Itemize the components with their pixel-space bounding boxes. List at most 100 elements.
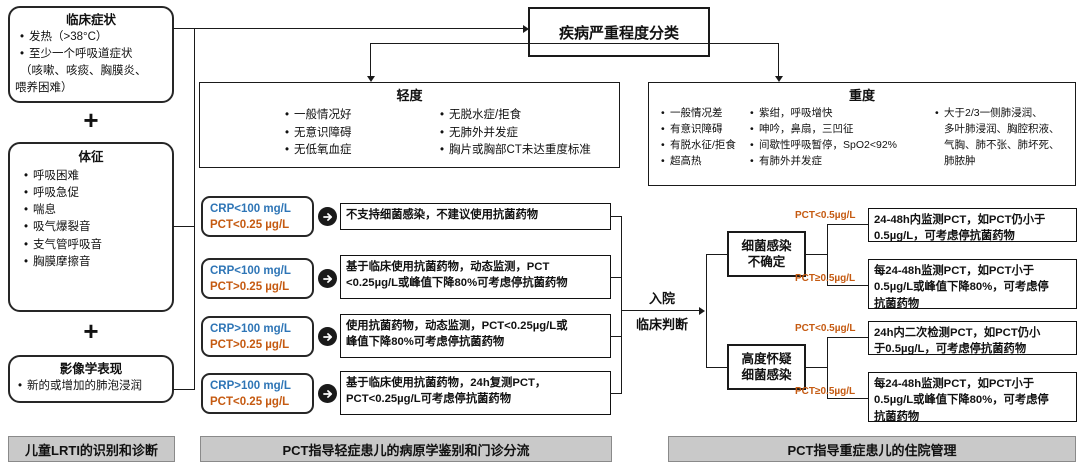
bullet-icon: •	[661, 123, 665, 135]
mild-title: 轻度	[396, 88, 423, 103]
signs-item: •呼吸急促	[14, 185, 168, 202]
bullet-icon: •	[24, 255, 29, 268]
bullet-icon: •	[935, 107, 939, 120]
connector-admission-split	[706, 254, 708, 368]
crp-value: CRP<100 mg/L	[210, 203, 291, 215]
severe-item-cont: 肺脓肿	[944, 154, 976, 167]
connector-signs-right	[173, 226, 195, 228]
recommendation-line: 0.5µg/L或峰值下降80%，可考虑停	[874, 394, 1049, 407]
recommendation-box-3: 使用抗菌药物，动态监测，PCT<0.25µg/L或 峰值下降80%可考虑停抗菌药…	[340, 314, 611, 358]
connector-to-title-box	[194, 28, 524, 30]
connector-title-to-mild-down	[370, 43, 372, 77]
imaging-box: 影像学表现 •新的或增加的肺泡浸润	[8, 355, 174, 403]
bullet-icon: •	[440, 126, 445, 139]
severe-item: •有肺外并发症	[750, 154, 935, 170]
node-label-line1: 高度怀疑	[741, 351, 792, 366]
recommendation-line: 不支持细菌感染，不建议使用抗菌药物	[346, 209, 539, 221]
recommendation-line: 于0.5µg/L，可考虑停抗菌药物	[874, 343, 1027, 356]
node-label-line1: 细菌感染	[741, 238, 792, 253]
signs-box: 体征 •呼吸困难 •呼吸急促 •喘息 •吸气爆裂音 •支气管呼吸音 •胸膜摩擦音	[8, 142, 174, 312]
signs-item: •胸膜摩擦音	[14, 254, 168, 271]
signs-item: •吸气爆裂音	[14, 219, 168, 236]
severity-classification-box: 疾病严重程度分类	[528, 7, 710, 57]
clinical-symptoms-item: 喂养困难）	[15, 82, 73, 95]
recommendation-line: 24h内二次检测PCT，如PCT仍小	[874, 327, 1041, 339]
recommendation-line: 0.5µg/L或峰值下降80%，可考虑停	[874, 281, 1049, 294]
severe-item: •有意识障碍	[661, 122, 750, 138]
lab-criteria-chip-1: CRP<100 mg/L PCT<0.25 µg/L	[201, 196, 314, 237]
imaging-item: •新的或增加的肺泡浸润	[14, 378, 168, 395]
admission-label-bottom: 临床判断	[635, 317, 688, 332]
recommendation-line: 基于临床使用抗菌药物，24h复测PCT，	[346, 377, 547, 389]
signs-item: •喘息	[14, 202, 168, 219]
connector-title-to-severe-down	[778, 43, 780, 77]
severe-item: •呻吟，鼻扇，三凹征	[750, 122, 935, 138]
mild-item: •无脱水症/拒食	[440, 107, 591, 124]
bullet-icon: •	[750, 107, 754, 120]
bullet-icon: •	[24, 169, 29, 182]
connector-node1-split	[827, 224, 829, 286]
bullet-icon: •	[18, 379, 23, 392]
severe-item-cont: 气胸、肺不张、肺坏死、	[944, 138, 1060, 151]
connector-node1-branch-b	[827, 285, 868, 287]
pct-value: PCT<0.25 µg/L	[210, 218, 290, 231]
bullet-icon: •	[440, 143, 445, 156]
mild-item: •胸片或胸部CT未达重度标准	[440, 142, 591, 159]
connector-to-node-1	[706, 254, 728, 256]
inpatient-recommendation-box-1: 24-48h内监测PCT，如PCT仍小于 0.5µg/L，可考虑停抗菌药物	[868, 208, 1077, 242]
signs-item: •支气管呼吸音	[14, 237, 168, 254]
footer-label: 儿童LRTI的识别和诊断	[25, 442, 158, 458]
bullet-icon: •	[20, 30, 25, 43]
inpatient-recommendation-box-2: 每24-48h监测PCT，如PCT小于 0.5µg/L或峰值下降80%，可考虑停…	[868, 259, 1077, 310]
footer-label: PCT指导轻症患儿的病原学鉴别和门诊分流	[282, 442, 530, 458]
connector-node2-out	[806, 367, 828, 369]
arrowhead-to-mild	[366, 76, 375, 82]
bullet-icon: •	[24, 204, 29, 217]
footer-bar-diagnosis: 儿童LRTI的识别和诊断	[8, 436, 175, 462]
severe-item: •有脱水征/拒食	[661, 138, 750, 154]
severe-severity-box: 重度 •一般情况差 •有意识障碍 •有脱水征/拒食 •超高热 •紫绀，呼吸增快 …	[648, 82, 1076, 186]
node-bacterial-highly-suspected: 高度怀疑 细菌感染	[727, 344, 806, 390]
plus-sign-1: +	[83, 105, 99, 135]
severe-item: •间歇性呼吸暂停，SpO2<92%	[750, 138, 935, 154]
connector-rec2-right	[610, 277, 622, 279]
connector-to-node-2	[706, 367, 728, 369]
recommendation-box-2: 基于临床使用抗菌药物，动态监测，PCT <0.25µg/L或峰值下降80%可考虑…	[340, 255, 611, 299]
connector-node2-branch-a	[827, 337, 868, 339]
bullet-icon: •	[750, 154, 754, 167]
signs-title: 体征	[78, 150, 104, 164]
clinical-symptoms-item: •发热（>38°C）	[14, 29, 168, 46]
connector-imaging-right	[173, 389, 195, 391]
node-bacterial-uncertain: 细菌感染 不确定	[727, 231, 806, 277]
recommendation-line: 每24-48h监测PCT，如PCT小于	[874, 265, 1035, 277]
bullet-icon: •	[750, 138, 754, 151]
connector-title-to-mild	[370, 43, 710, 45]
crp-value: CRP>100 mg/L	[210, 323, 291, 335]
bullet-icon: •	[440, 109, 445, 122]
right-arrow-circle-icon	[318, 384, 337, 403]
lab-criteria-chip-4: CRP>100 mg/L PCT<0.25 µg/L	[201, 373, 314, 414]
right-arrow-circle-icon	[318, 269, 337, 288]
lab-criteria-chip-2: CRP<100 mg/L PCT>0.25 µg/L	[201, 258, 314, 299]
bullet-icon: •	[661, 154, 665, 167]
lab-criteria-chip-3: CRP>100 mg/L PCT>0.25 µg/L	[201, 316, 314, 357]
recommendation-line: 0.5µg/L，可考虑停抗菌药物	[874, 230, 1015, 243]
recommendation-line: PCT<0.25µg/L可考虑停抗菌药物	[346, 393, 512, 406]
clinical-symptoms-title: 临床症状	[65, 13, 116, 27]
bullet-icon: •	[285, 143, 290, 156]
edge-label-node2-a: PCT<0.5µg/L	[795, 323, 856, 334]
recommendation-line: 24-48h内监测PCT，如PCT仍小于	[874, 214, 1046, 226]
arrowhead-to-severe	[774, 76, 783, 82]
connector-admission-arrow	[621, 310, 700, 312]
bullet-icon: •	[24, 186, 29, 199]
inpatient-recommendation-box-3: 24h内二次检测PCT，如PCT仍小 于0.5µg/L，可考虑停抗菌药物	[868, 321, 1077, 355]
crp-value: CRP<100 mg/L	[210, 265, 291, 277]
connector-node1-out	[806, 254, 828, 256]
connector-node2-branch-b	[827, 398, 868, 400]
recommendation-line: 峰值下降80%可考虑停抗菌药物	[346, 336, 505, 349]
pct-value: PCT>0.25 µg/L	[210, 280, 290, 293]
mild-item: •无低氧血症	[285, 142, 440, 159]
recommendation-box-4: 基于临床使用抗菌药物，24h复测PCT， PCT<0.25µg/L可考虑停抗菌药…	[340, 371, 611, 415]
inpatient-recommendation-box-4: 每24-48h监测PCT，如PCT小于 0.5µg/L或峰值下降80%，可考虑停…	[868, 372, 1077, 423]
